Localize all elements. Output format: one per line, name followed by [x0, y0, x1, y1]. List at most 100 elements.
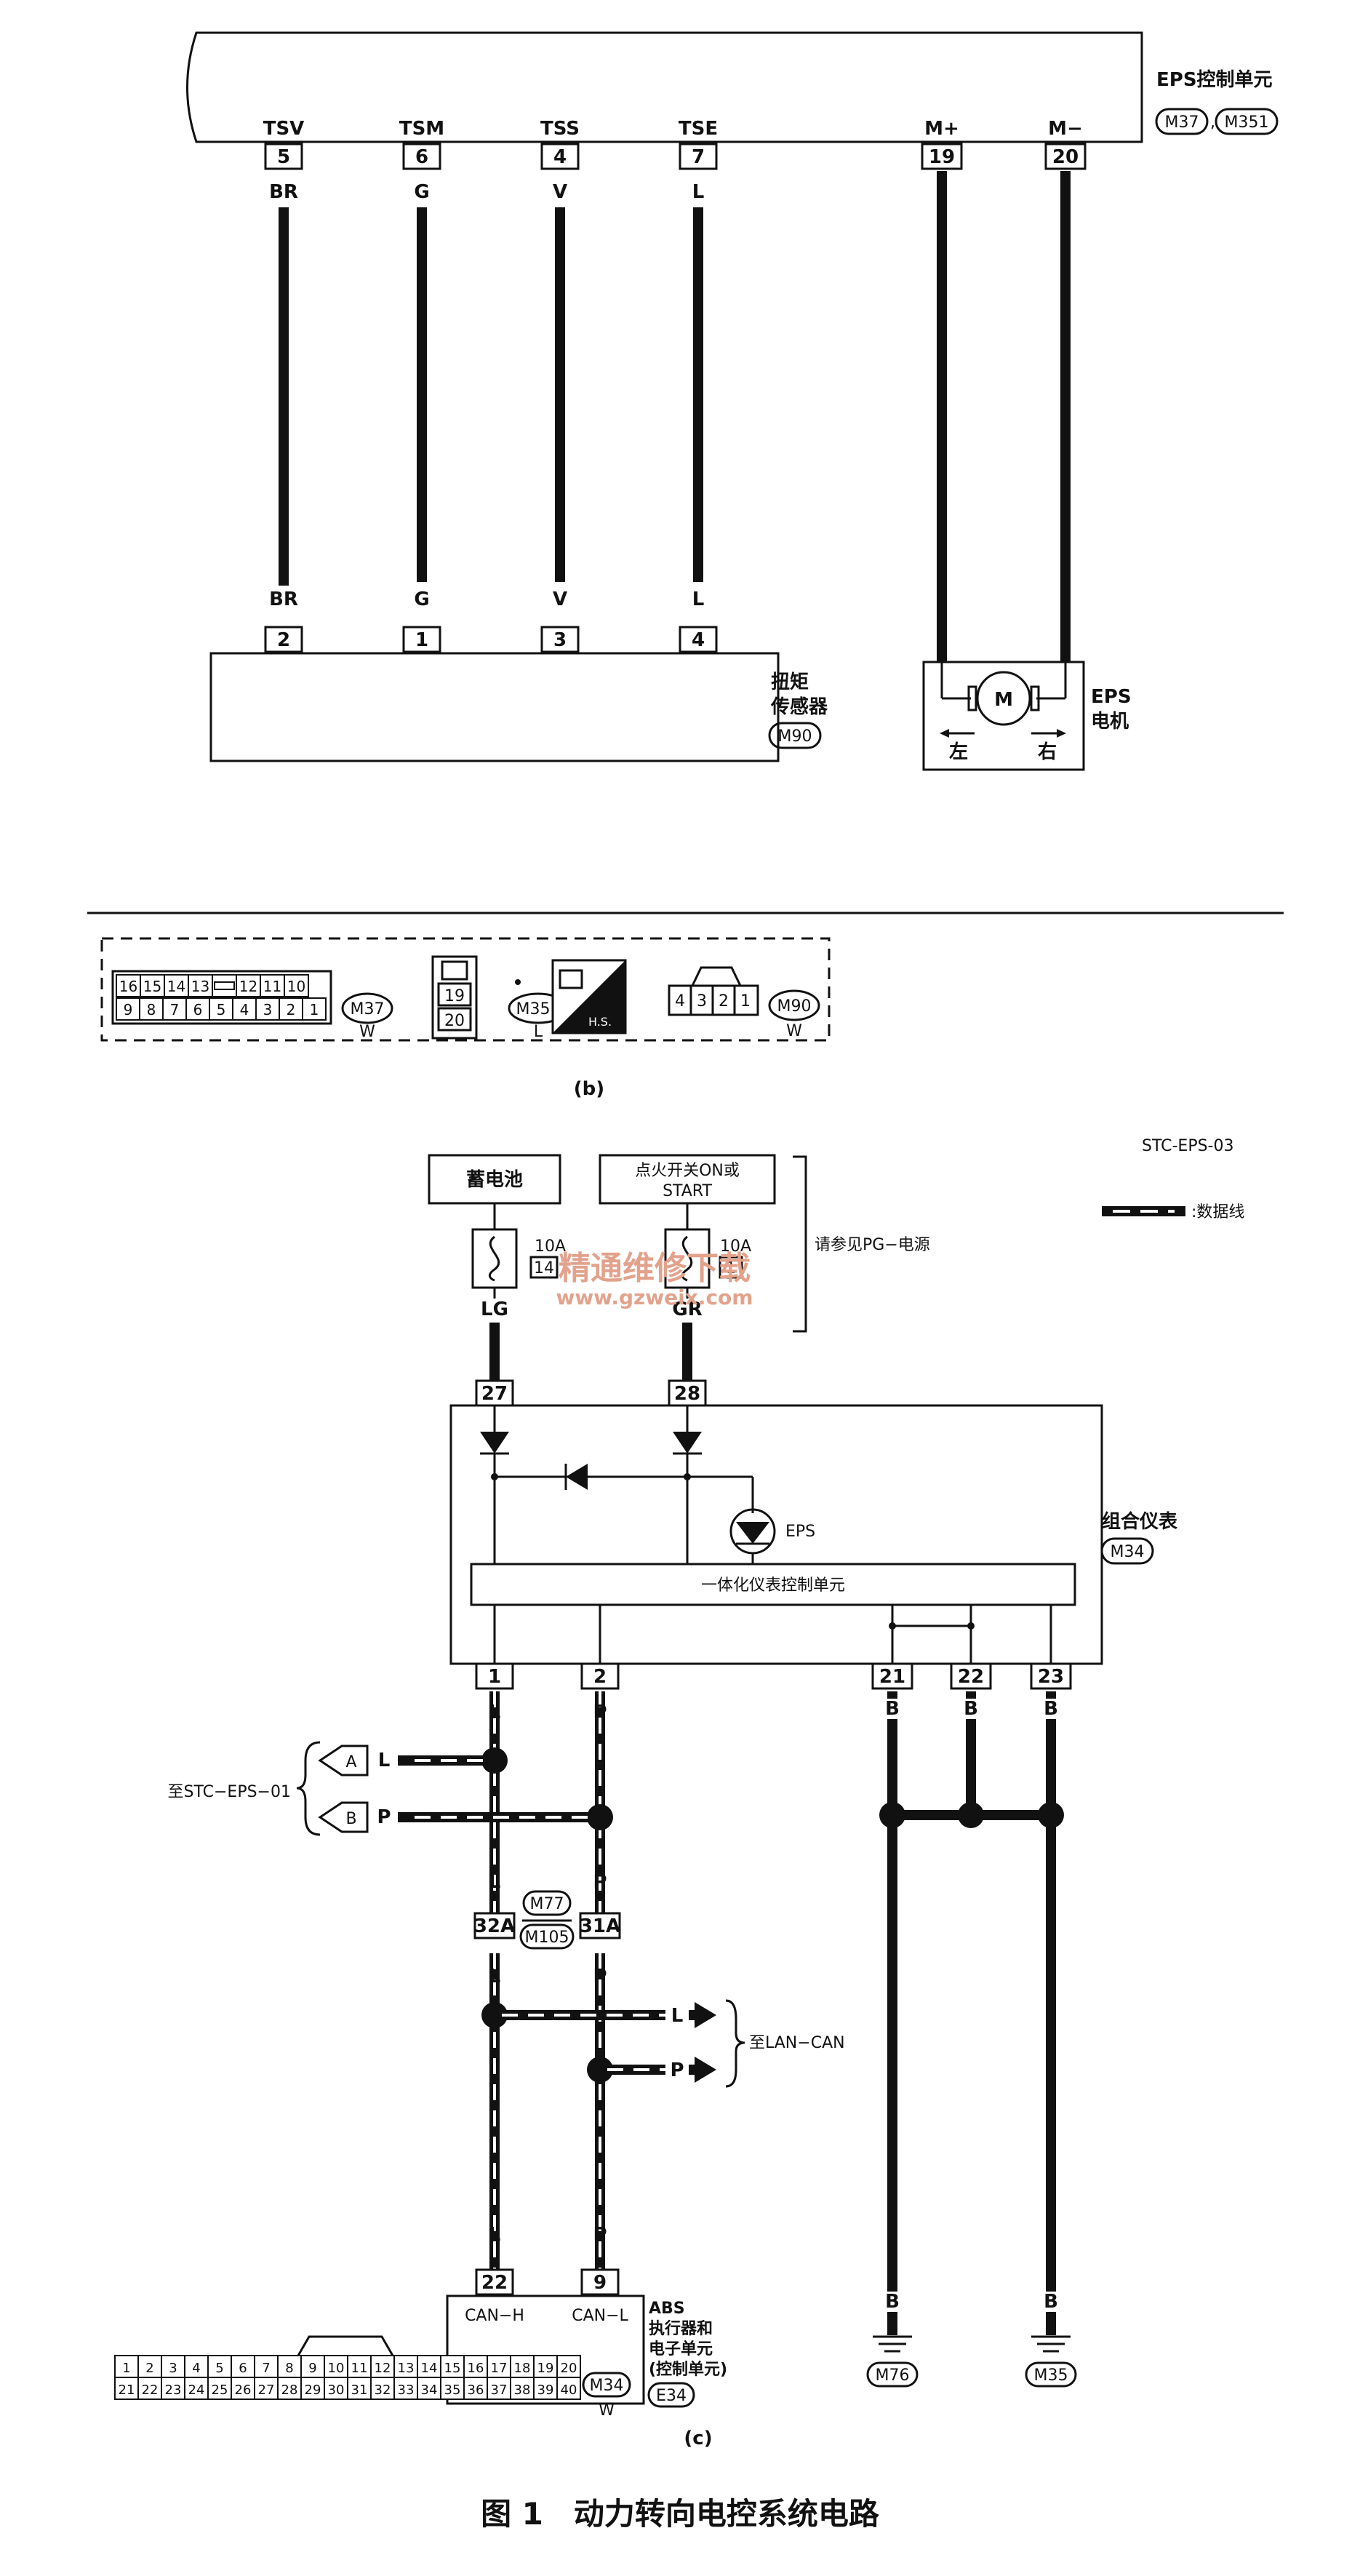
badge-m37-text: M37 — [1165, 113, 1199, 132]
can-l-wire-label-1: P — [593, 1702, 607, 1723]
jc-31a: 31A — [580, 1915, 620, 1937]
badge-separator: , — [1210, 113, 1215, 132]
fuse2-rating: 10A — [720, 1237, 751, 1256]
ground-label-bg-5 — [1040, 2292, 1062, 2312]
pin-19: 19 — [929, 146, 955, 168]
wire-lg: LG — [481, 1299, 508, 1320]
m34-bottom-cell — [300, 2377, 325, 2400]
torque-sensor-name-1: 扭矩 — [771, 671, 809, 693]
connector-a-icon — [318, 1744, 369, 1777]
can-l-wire-label-2: P — [593, 1871, 607, 1893]
m34-top-pin-label: 8 — [285, 2361, 293, 2376]
diagram-id: STC-EPS-03 — [1142, 1137, 1233, 1155]
m37-top-pin-label: 14 — [167, 978, 185, 995]
ground-wire-label-1: B — [885, 1698, 900, 1720]
meter-name: 组合仪表 — [1102, 1510, 1178, 1533]
m34-bottom-pin-label: 38 — [514, 2382, 531, 2398]
ts-pin-3: 3 — [553, 629, 567, 651]
m351-body — [431, 955, 478, 1040]
m90-view-color: W — [786, 1022, 802, 1040]
meter-out-pin-2: 2 — [593, 1666, 607, 1688]
ground-label-bg-3 — [1040, 1699, 1062, 1719]
m37-bottom-cell — [116, 997, 140, 1021]
m351-connector-view: 19 20 M351 L — [431, 955, 569, 1041]
m90-latch — [691, 966, 742, 986]
fuse1-rating: 10A — [535, 1237, 566, 1256]
eps-motor: M 左 右 EPS 电机 — [922, 661, 1132, 771]
m34-bottom-cell — [510, 2377, 535, 2400]
meter-out-pin-22: 22 — [958, 1666, 984, 1688]
ts-pin-1-box — [402, 626, 441, 653]
fuse1-body — [471, 1228, 518, 1289]
fuse2-no-box — [719, 1256, 743, 1279]
m37-top-pin-label: 11 — [263, 978, 281, 995]
m37-top-pin-label: 16 — [119, 978, 137, 995]
pin-4: 4 — [553, 146, 567, 168]
control-unit-box — [470, 1563, 1076, 1606]
meter-node-4 — [967, 1622, 975, 1630]
m34-bottom-cell — [556, 2377, 581, 2400]
pin-7: 7 — [692, 146, 705, 168]
wire-v-top: V — [553, 181, 567, 203]
diode-1-icon — [480, 1432, 509, 1454]
lan-l-arrow-icon — [695, 2057, 716, 2083]
m34-bottom-pin-label: 25 — [212, 2382, 228, 2398]
m37-top-cell — [212, 974, 237, 997]
m37-top-cell — [116, 974, 141, 997]
fuse1-icon — [488, 1235, 500, 1282]
m90-pin-4: 4 — [675, 992, 685, 1010]
m34-bottom-pin-label: 28 — [281, 2382, 298, 2398]
abs-pin-9-box — [580, 2268, 620, 2296]
m37-top-cell — [260, 974, 285, 997]
can-l-line: P P P P — [593, 1691, 607, 2270]
meter-out-pin-23-box — [1030, 1662, 1072, 1690]
m90-view-id: M90 — [777, 997, 812, 1016]
abs-can-h: CAN−H — [465, 2307, 524, 2325]
badge-e34 — [647, 2382, 695, 2408]
m37-top-pin-label: 10 — [287, 978, 305, 995]
motor-symbol: M — [994, 689, 1013, 711]
m34-bottom-cell — [417, 2377, 441, 2400]
ground-wire-label-3: B — [1044, 1698, 1058, 1720]
badge-m35-text: M35 — [1034, 2366, 1068, 2385]
wire-l-top: L — [692, 181, 705, 203]
eps-ecu-name: EPS控制单元 — [1156, 69, 1273, 91]
badge-m351-text: M351 — [1225, 113, 1269, 132]
wire-br-bottom: BR — [269, 589, 298, 610]
pin-4-box — [540, 143, 580, 170]
figure-caption: 图 1 动力转向电控系统电路 — [481, 2496, 880, 2532]
badge-m105 — [519, 1923, 575, 1950]
lan-h-arrow-icon — [695, 2002, 716, 2028]
m37-bottom-pin-label: 6 — [193, 1001, 203, 1018]
motor-right-label: 右 — [1038, 741, 1057, 763]
meter-pin-27: 27 — [481, 1383, 508, 1405]
ecu-pin-mminus: M− 20 — [1044, 118, 1087, 662]
meter-out-pin-1: 1 — [488, 1666, 501, 1688]
m34-bottom-cell — [393, 2377, 418, 2400]
m34-bottom-pin-label: 40 — [561, 2382, 577, 2398]
can-h-wire-label-1: L — [489, 1702, 501, 1723]
ground-label-bg-1 — [881, 1699, 903, 1719]
m34-bottom-cell — [277, 2377, 302, 2400]
ecu-pin-tss: TSS 4 V — [540, 118, 580, 582]
connector-a-label: A — [345, 1753, 356, 1771]
wire-g-bottom: G — [414, 589, 429, 610]
m34-bottom-cell — [324, 2377, 348, 2400]
m34-bottom-cell — [440, 2377, 465, 2400]
ts-pin-1: 1 — [415, 629, 428, 651]
m351-pin-20: 20 — [444, 1012, 465, 1030]
m37-top-cell — [164, 974, 189, 997]
m34-top-pin-label: 1 — [122, 2361, 130, 2376]
badge-m34-text: M34 — [1111, 1543, 1145, 1561]
meter-node-1 — [491, 1473, 498, 1480]
m351-view-color: L — [534, 1023, 543, 1041]
m37-bottom-cell — [255, 997, 280, 1021]
badge-m90-text: M90 — [778, 727, 812, 746]
stc-ref-label: 至STC−EPS−01 — [168, 1783, 291, 1801]
wire-l-bottom: L — [692, 589, 705, 610]
m37-bottom-cell — [185, 997, 210, 1021]
m34-top-pin-label: 15 — [444, 2361, 461, 2376]
